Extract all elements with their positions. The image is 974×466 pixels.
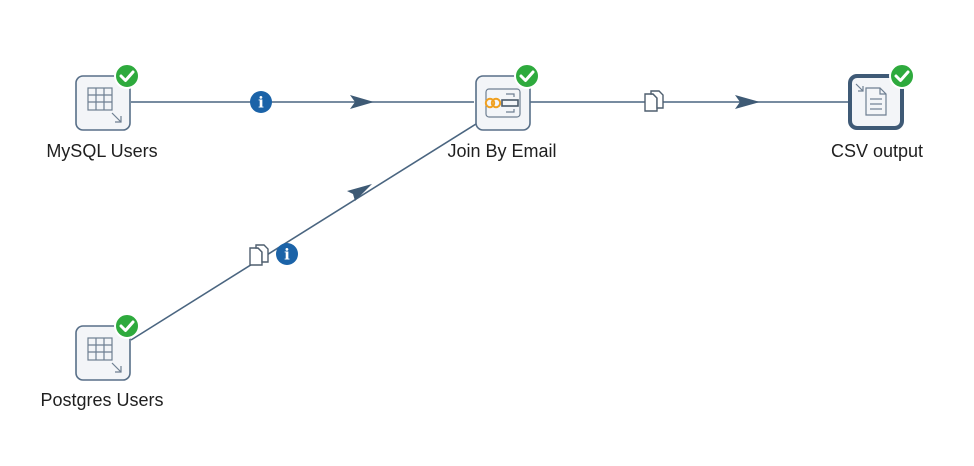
step-join-by-email[interactable]: Join By Email (447, 63, 557, 161)
step-label-mysql-users: MySQL Users (46, 141, 157, 161)
table-input-icon (87, 337, 122, 373)
step-csv-output[interactable]: CSV output (831, 63, 923, 161)
text-file-output-icon (855, 83, 887, 116)
merge-join-icon (484, 88, 521, 118)
step-postgres-users[interactable]: Postgres Users (40, 313, 164, 410)
hop-arrowhead (735, 95, 760, 109)
svg-text:i: i (258, 94, 264, 112)
hop-mysql-to-join[interactable] (131, 95, 474, 109)
step-mysql-users[interactable]: MySQL Users (46, 63, 158, 161)
success-check-icon (889, 63, 915, 89)
copy-rows-icon[interactable] (249, 244, 269, 266)
hop-join-to-csv[interactable] (530, 95, 850, 109)
hop-arrowhead (350, 95, 374, 109)
step-label-csv-output: CSV output (831, 141, 923, 161)
success-check-icon (514, 63, 540, 89)
svg-text:i: i (284, 246, 290, 264)
info-icon[interactable]: i (276, 243, 298, 265)
hop-arrowhead (347, 184, 372, 201)
step-label-join-by-email: Join By Email (447, 141, 556, 161)
info-icon[interactable]: i (250, 91, 272, 113)
table-input-icon (87, 87, 122, 123)
success-check-icon (114, 313, 140, 339)
step-label-postgres-users: Postgres Users (40, 390, 163, 410)
copy-rows-icon[interactable] (644, 90, 664, 112)
success-check-icon (114, 63, 140, 89)
hop-postgres-to-join[interactable] (130, 123, 477, 341)
